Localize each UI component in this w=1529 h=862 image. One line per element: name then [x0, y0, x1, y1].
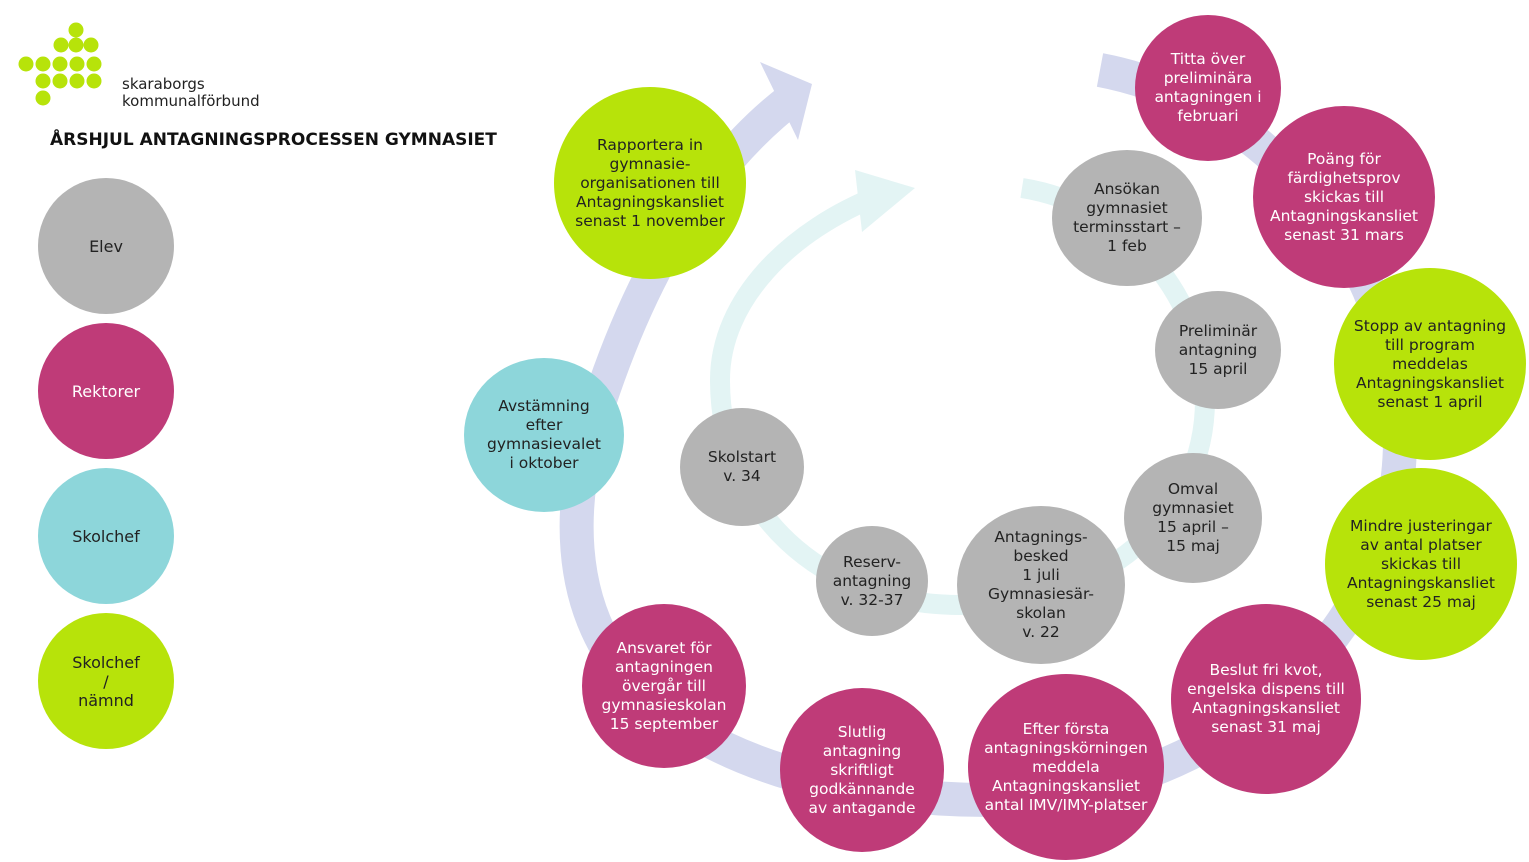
legend-elev: Elev — [38, 178, 174, 314]
step-poang-fardighetsprov: Poäng för färdighetsprov skickas till An… — [1253, 106, 1435, 288]
legend-rektorer: Rektorer — [38, 323, 174, 459]
logo-text: skaraborgs kommunalförbund — [122, 76, 260, 110]
step-slutlig-antagning: Slutlig antagning skriftligt godkännande… — [780, 688, 944, 852]
logo-line-1: skaraborgs — [122, 75, 205, 93]
logo-dots-icon — [18, 22, 102, 106]
step-avstamning: Avstämning efter gymnasievalet i oktober — [464, 358, 624, 512]
step-skolstart: Skolstart v. 34 — [680, 408, 804, 526]
step-omval-gymnasiet: Omval gymnasiet 15 april – 15 maj — [1124, 453, 1262, 583]
step-mindre-justeringar: Mindre justeringar av antal platser skic… — [1325, 468, 1517, 660]
step-antagningsbesked: Antagnings- besked 1 juli Gymnasiesär- s… — [957, 506, 1125, 664]
step-titta-over-preliminara: Titta över preliminära antagningen i feb… — [1135, 15, 1281, 161]
step-efter-forsta-korningen: Efter första antagningskörningen meddela… — [968, 674, 1164, 860]
step-rapportera-gymnasieorganisationen: Rapportera in gymnasie- organisationen t… — [554, 87, 746, 279]
step-preliminar-antagning: Preliminär antagning 15 april — [1155, 291, 1281, 409]
step-stopp-av-antagning: Stopp av antagning till program meddelas… — [1334, 268, 1526, 460]
step-beslut-fri-kvot: Beslut fri kvot, engelska dispens till A… — [1171, 604, 1361, 794]
logo-line-2: kommunalförbund — [122, 92, 260, 110]
step-ansokan-gymnasiet: Ansökan gymnasiet terminsstart – 1 feb — [1052, 150, 1202, 286]
legend-skolchef: Skolchef — [38, 468, 174, 604]
step-ansvaret-overgar: Ansvaret för antagningen övergår till gy… — [582, 604, 746, 768]
logo: skaraborgs kommunalförbund — [16, 20, 266, 110]
page-title: ÅRSHJUL ANTAGNINGSPROCESSEN GYMNASIET — [50, 130, 497, 150]
legend-skolchef-namnd: Skolchef / nämnd — [38, 613, 174, 749]
step-reservantagning: Reserv- antagning v. 32-37 — [816, 526, 928, 636]
